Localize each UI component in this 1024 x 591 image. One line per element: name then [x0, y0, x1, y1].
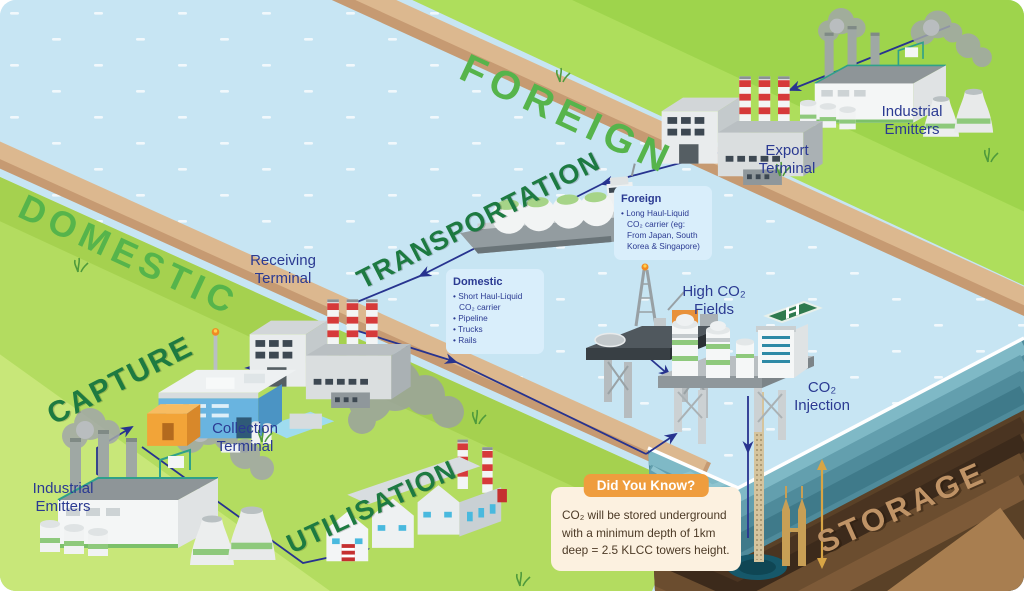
label-co2-injection: CO₂ Injection [794, 379, 850, 415]
depth-measure-arrow [817, 459, 827, 569]
did-you-know-box: Did You Know? CO₂ will be stored undergr… [551, 474, 741, 572]
injection-well-pipe [754, 392, 764, 562]
grass-tufts [73, 67, 999, 587]
label-industrial-emitters-foreign: Industrial Emitters [881, 103, 943, 139]
label-high-co2-fields: High CO₂ Fields [682, 283, 746, 319]
collection-terminal-illustration [147, 328, 335, 453]
did-you-know-body: CO₂ will be stored underground with a mi… [562, 508, 730, 558]
co2-injection-platform-illustration [658, 300, 823, 444]
domestic-transport-info-box: Domestic • Short Haul-Liquid CO₂ carrier… [446, 269, 544, 354]
klcc-towers [782, 486, 806, 566]
label-industrial-emitters-domestic: Industrial Emitters [32, 480, 94, 516]
bullet-item: • Short Haul-Liquid CO₂ carrier [453, 291, 523, 312]
foreign-info-title: Foreign [621, 193, 662, 205]
label-export-terminal: Export Terminal [758, 142, 816, 178]
foreign-transport-info-box: Foreign • Long Haul-Liquid CO₂ carrier (… [614, 186, 712, 260]
bullet-item: • Rails [453, 334, 477, 345]
utilisation-plant-illustration [326, 439, 507, 562]
bullet-item: • Long Haul-Liquid CO₂ carrier (eg: From… [621, 208, 700, 251]
did-you-know-title: Did You Know? [583, 474, 709, 497]
label-receiving-terminal: Receiving Terminal [250, 252, 316, 288]
label-collection-terminal: Collection Terminal [212, 420, 278, 456]
domestic-info-list: • Short Haul-Liquid CO₂ carrier• Pipelin… [453, 291, 537, 346]
bullet-item: • Trucks [453, 323, 483, 334]
bullet-item: • Pipeline [453, 312, 488, 323]
foreign-info-list: • Long Haul-Liquid CO₂ carrier (eg: From… [621, 208, 705, 252]
co2-carrier-ship-illustration [460, 163, 640, 254]
domestic-info-title: Domestic [453, 276, 503, 288]
